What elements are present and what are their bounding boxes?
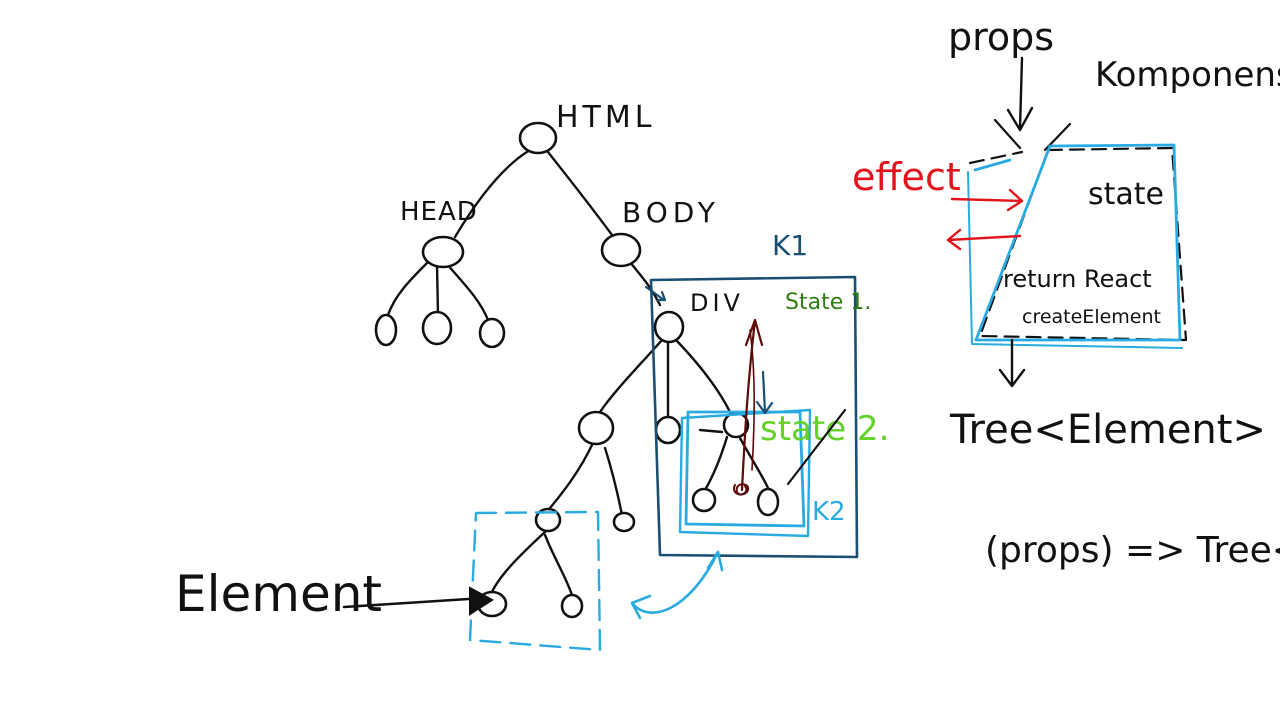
- label-state-1: State 1.: [785, 290, 871, 315]
- label-k1: K1: [772, 229, 808, 262]
- tree-edges: [386, 148, 770, 597]
- tree-node: [577, 410, 615, 446]
- state-flow-arrow: [733, 318, 764, 496]
- tree-node: [691, 487, 717, 513]
- label-html: HTML: [556, 100, 655, 135]
- tree-node-head-child: [478, 317, 506, 349]
- label-div: DIV: [690, 289, 744, 317]
- tree-node-body: [600, 232, 642, 268]
- label-return-line1: return React: [1003, 265, 1152, 293]
- label-return-line2: createElement: [1022, 306, 1161, 328]
- component-k1: K1 State 1.: [644, 229, 871, 559]
- label-element: Element: [175, 565, 382, 623]
- label-effect: effect: [852, 155, 961, 199]
- tree-node-div: [653, 310, 685, 344]
- label-komponens: Komponens: [1095, 55, 1280, 95]
- label-state-2: state 2.: [760, 409, 889, 449]
- tree-node-head: [421, 235, 465, 269]
- element-arrow-head: [469, 586, 494, 616]
- tree-node-head-child: [374, 313, 398, 347]
- label-props: props: [948, 15, 1054, 59]
- tree-node: [612, 511, 636, 533]
- label-tree-element: Tree<Element>: [949, 407, 1266, 453]
- label-head: HEAD: [400, 197, 478, 227]
- dom-tree: HTML HEAD BODY DIV: [374, 100, 780, 619]
- tree-node: [534, 507, 562, 533]
- component-k2: K2 state 2.: [678, 318, 889, 538]
- tree-node: [756, 487, 780, 517]
- tree-node: [654, 415, 682, 445]
- element-group: Element: [175, 510, 724, 652]
- label-body: BODY: [622, 196, 720, 229]
- komponens-diagram: props Komponens effect state return Reac…: [852, 15, 1280, 571]
- label-state: state: [1088, 177, 1164, 212]
- label-formula: (props) => Tree<E>: [985, 530, 1280, 571]
- tree-node-html: [518, 121, 558, 155]
- tree-node: [560, 593, 584, 619]
- label-k2: K2: [812, 497, 846, 527]
- tree-node-head-child: [421, 310, 453, 346]
